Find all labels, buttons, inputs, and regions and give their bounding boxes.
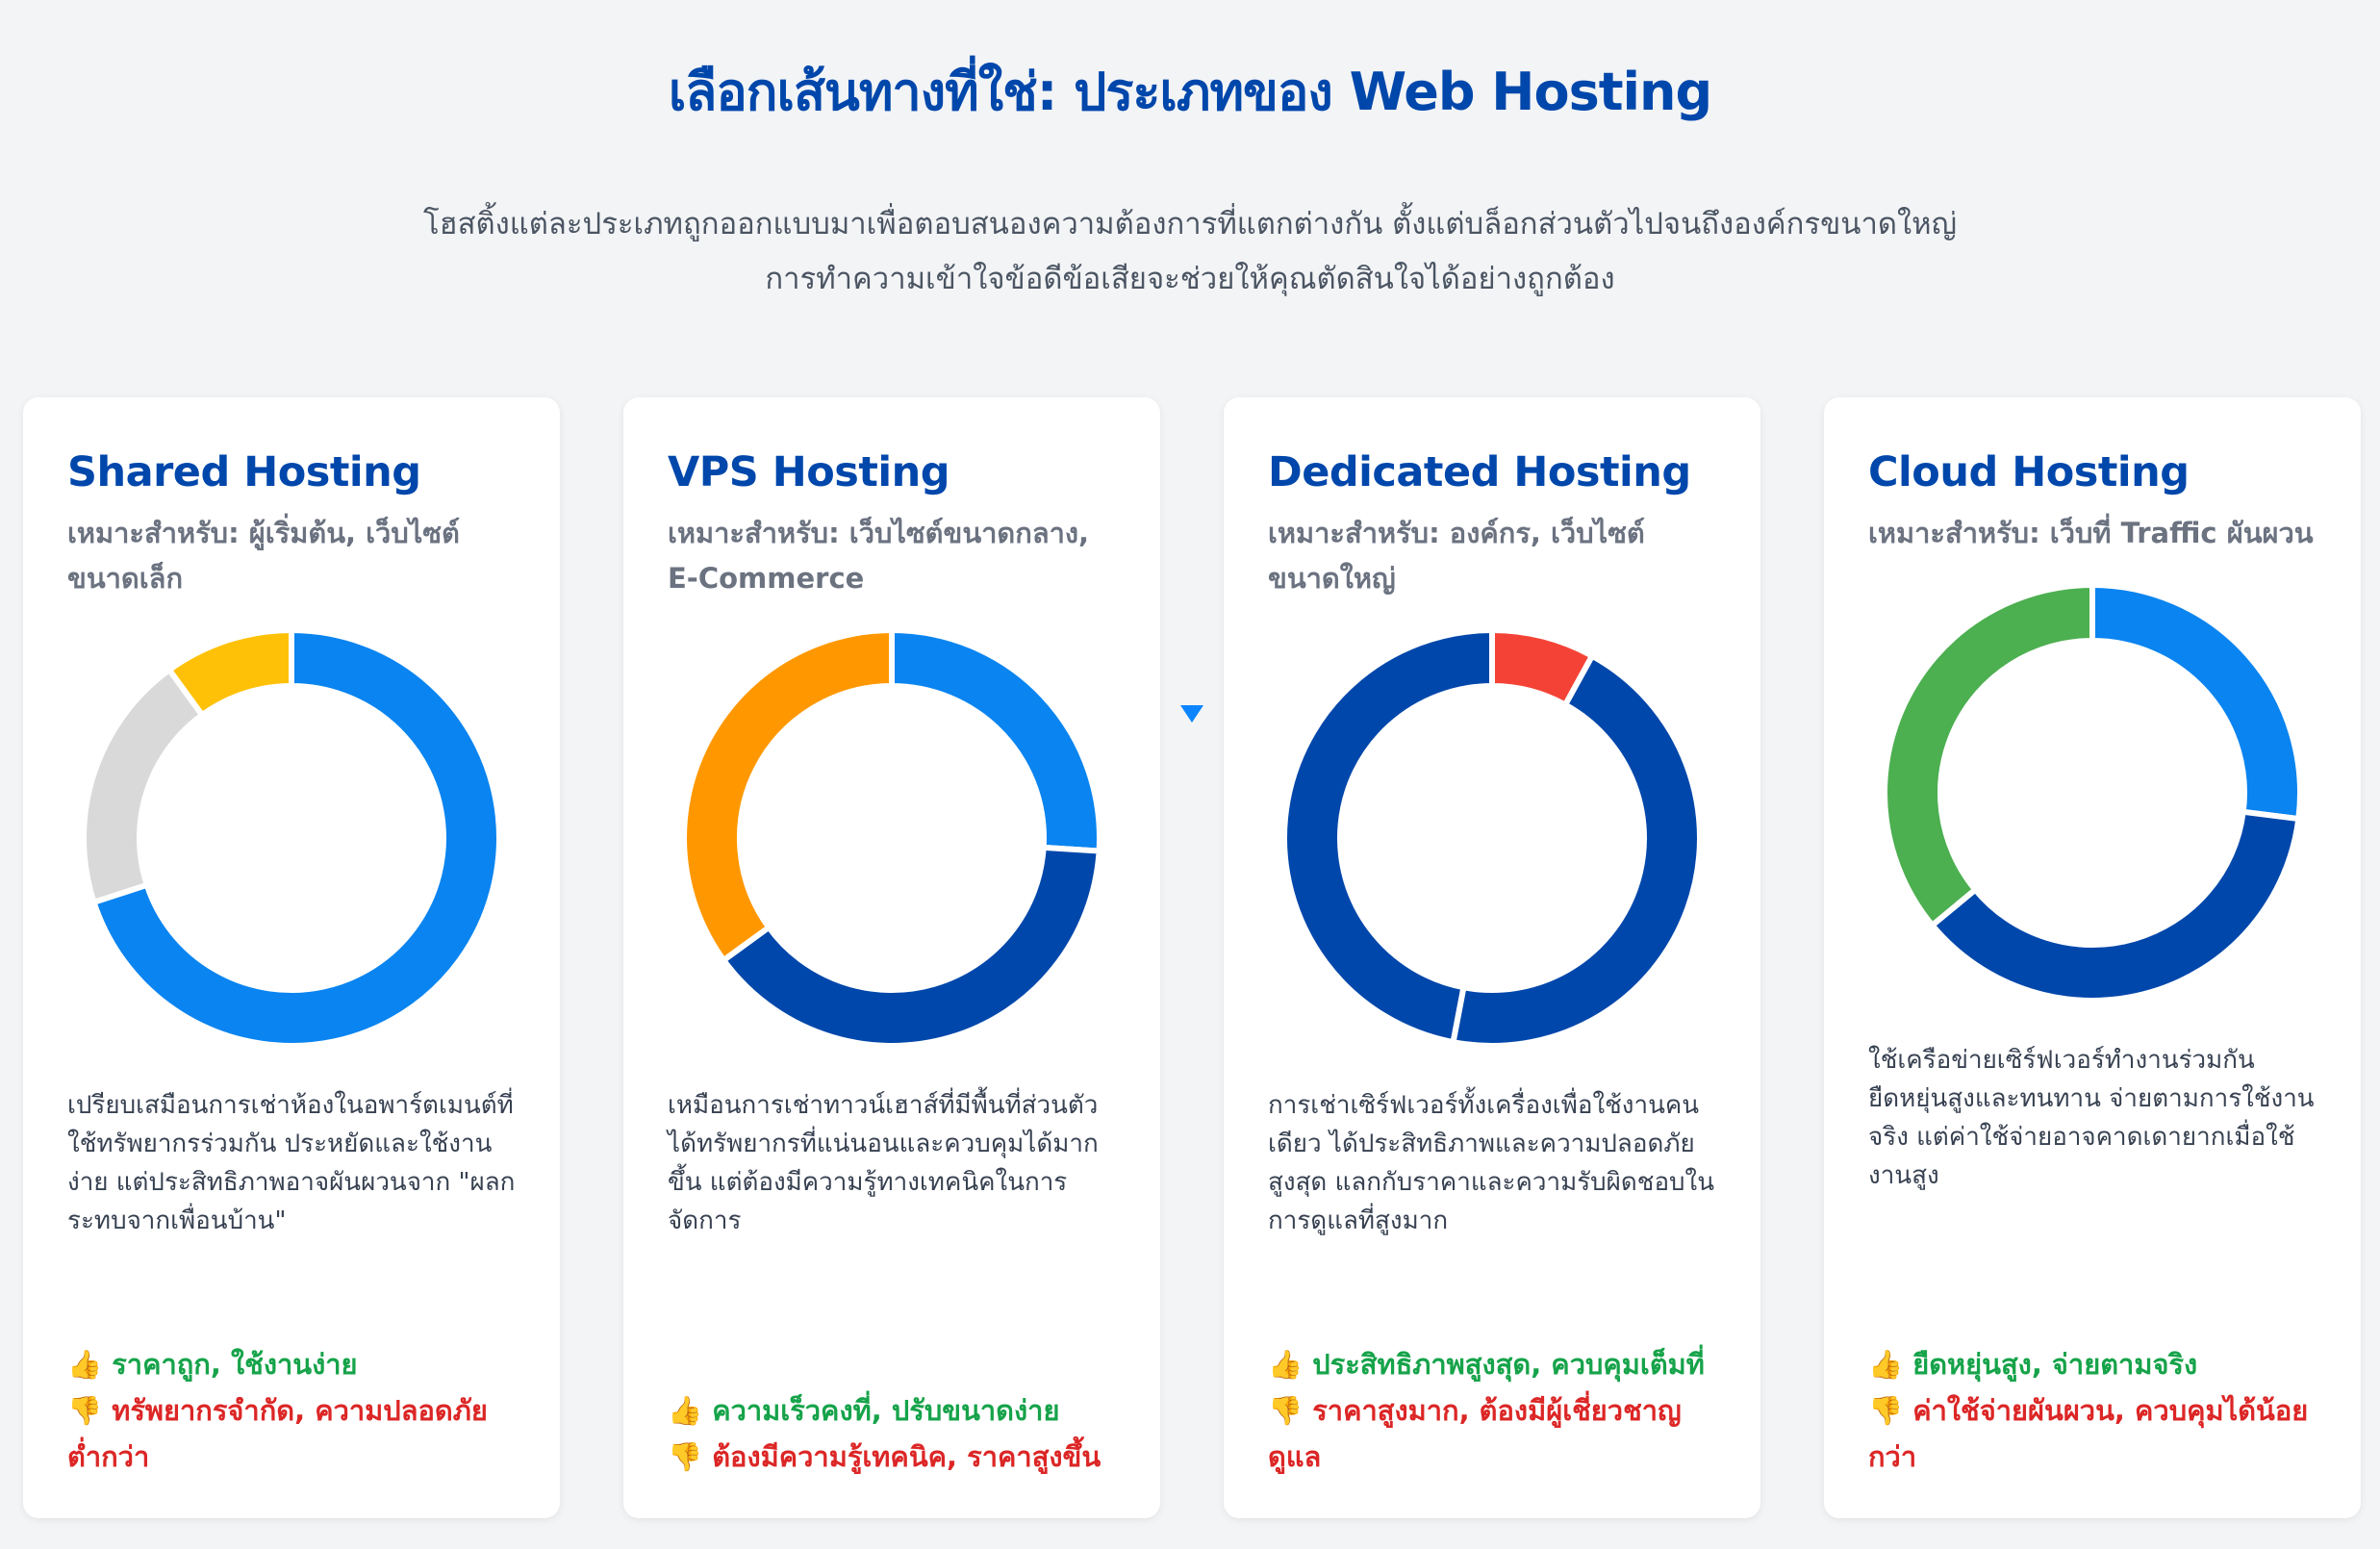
donut-chart (81, 626, 502, 1049)
card-description: เหมือนการเช่าทาวน์เฮาส์ที่มีพื้นที่ส่วนต… (668, 1091, 1099, 1235)
donut-segment (2089, 581, 2303, 823)
donut-segment (720, 844, 1102, 1049)
donut-segment (1928, 808, 2302, 1003)
donut-segment (681, 626, 895, 965)
card-vps-hosting: VPS Hosting เหมาะสำหรับ: เว็บไซต์ขนาดกลา… (623, 397, 1160, 1518)
card-title: Dedicated Hosting (1268, 448, 1691, 496)
donut-segment (1450, 651, 1703, 1049)
card-description: ใช้เครือข่ายเซิร์ฟเวอร์ทำงานร่วมกัน ยืดห… (1868, 1046, 2315, 1190)
donut-chart (1281, 626, 1703, 1049)
card-cloud-hosting: Cloud Hosting เหมาะสำหรับ: เว็บที่ Traff… (1824, 397, 2361, 1518)
page-title: เลือกเส้นทางที่ใช่: ประเภทของ Web Hostin… (668, 62, 1712, 122)
card-suitable-for: เหมาะสำหรับ: ผู้เริ่มต้น, เว็บไซต์ขนาดเล… (67, 517, 460, 595)
card-pros: 👍 ความเร็วคงที่, ปรับขนาดง่าย (668, 1394, 1060, 1427)
card-description: การเช่าเซิร์ฟเวอร์ทั้งเครื่องเพื่อใช้งาน… (1268, 1091, 1715, 1235)
card-title: VPS Hosting (668, 448, 950, 496)
hosting-cards: Shared Hosting เหมาะสำหรับ: ผู้เริ่มต้น,… (23, 397, 2361, 1518)
card-suitable-for: เหมาะสำหรับ: องค์กร, เว็บไซต์ขนาดใหญ่ (1268, 517, 1645, 595)
card-cons: 👎 ต้องมีความรู้เทคนิค, ราคาสูงขึ้น (668, 1440, 1101, 1473)
card-pros: 👍 ยืดหยุ่นสูง, จ่ายตามจริง (1868, 1348, 2198, 1381)
donut-segment (1882, 581, 2095, 929)
donut-segment (165, 626, 294, 720)
card-pros: 👍 ประสิทธิภาพสูงสุด, ควบคุมเต็มที่ (1268, 1348, 1705, 1381)
card-title: Cloud Hosting (1868, 448, 2190, 496)
card-pros: 👍 ราคาถูก, ใช้งานง่าย (67, 1348, 358, 1381)
card-dedicated-hosting: Dedicated Hosting เหมาะสำหรับ: องค์กร, เ… (1224, 397, 1760, 1518)
card-cons: 👎 ราคาสูงมาก, ต้องมีผู้เชี่ยวชาญดูแล (1268, 1394, 1682, 1473)
card-suitable-for: เหมาะสำหรับ: เว็บที่ Traffic ผันผวน (1868, 517, 2314, 549)
card-suitable-for: เหมาะสำหรับ: เว็บไซต์ขนาดกลาง, E-Commerc… (668, 517, 1090, 595)
donut-segment (1281, 626, 1495, 1046)
donut-chart (1882, 581, 2303, 1003)
donut-chart (681, 626, 1102, 1049)
card-shared-hosting: Shared Hosting เหมาะสำหรับ: ผู้เริ่มต้น,… (23, 397, 560, 1518)
card-cons: 👎 ทรัพยากรจำกัด, ความปลอดภัยต่ำกว่า (67, 1394, 488, 1473)
donut-segment (889, 626, 1102, 854)
card-title: Shared Hosting (67, 448, 421, 496)
donut-segment (89, 626, 502, 1049)
intro-text: โฮสติ้งแต่ละประเภทถูกออกแบบมาเพื่อตอบสนอ… (423, 207, 1957, 296)
card-description: เปรียบเสมือนการเช่าห้องในอพาร์ตเมนต์ที่ใ… (67, 1091, 516, 1235)
caret-down-icon (1180, 705, 1203, 723)
donut-segment (81, 666, 207, 906)
card-cons: 👎 ค่าใช้จ่ายผันผวน, ควบคุมได้น้อยกว่า (1868, 1394, 2309, 1473)
